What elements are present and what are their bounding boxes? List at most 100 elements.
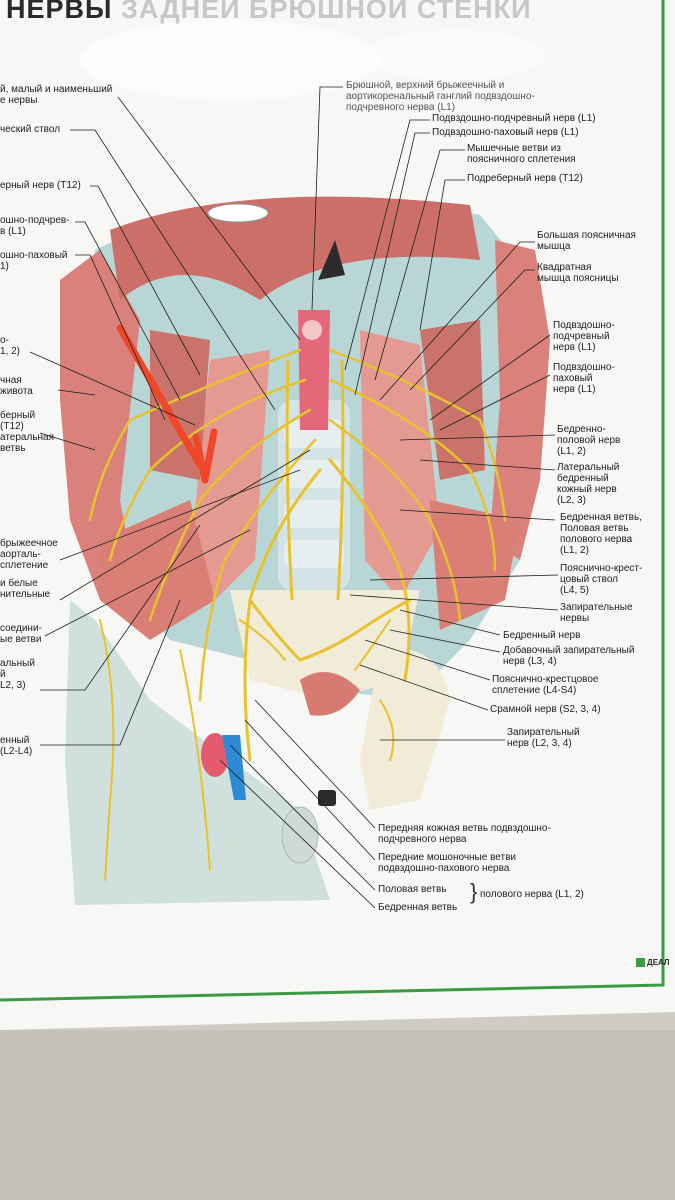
label-iliohypogastric-right: Подвздошно- подчревный нерв (L1) — [553, 320, 615, 353]
left-psoas-major — [190, 350, 270, 600]
leader-lines — [29, 86, 559, 909]
label-quadratus-lumborum: Квадратная мышца поясницы — [537, 262, 619, 284]
leader-line — [349, 594, 559, 611]
leader-line — [439, 374, 551, 431]
label-accessory-obturator: Добавочный запирательный нерв (L3, 4) — [503, 645, 635, 667]
leader-line — [354, 132, 430, 396]
right-abdominal-wall — [490, 240, 550, 560]
nerve-path — [248, 598, 412, 662]
leader-line — [364, 639, 491, 681]
leader-line — [40, 599, 181, 746]
leader-line — [29, 351, 196, 426]
leader-line — [399, 434, 556, 441]
wall-lower — [0, 1030, 675, 1200]
leader-line — [70, 129, 276, 411]
leader-line — [359, 664, 489, 711]
right-iliacus — [430, 500, 520, 630]
nerve-path — [198, 438, 317, 702]
label-celiac-ganglion: Брюшной, верхний брыжеечный и аортикорен… — [346, 80, 535, 113]
leader-line — [344, 119, 430, 371]
label-splanchnic-nerves: й, малый и наименьший е нервы — [0, 84, 113, 106]
label-anterior-cutaneous-branch: Передняя кожная ветвь подвздошно- подчре… — [378, 823, 551, 845]
label-pudendal-nerve: Срамной нерв (S2, 3, 4) — [490, 704, 601, 715]
label-lateral-femoral-cutaneous: Латеральный бедренный кожный нерв (L2, 3… — [557, 462, 620, 506]
brace-symbol: } — [470, 879, 478, 904]
label-abdominal-muscle: чная живота — [0, 375, 33, 397]
leader-line — [59, 449, 311, 601]
label-genitofemoral-left: о- 1, 2) — [0, 335, 21, 357]
publisher-logo: ДЕАЛ — [636, 958, 670, 968]
nerve-path — [148, 408, 312, 622]
spermatic-region — [281, 806, 319, 864]
nerve-path — [354, 619, 391, 671]
nerve-path — [328, 378, 497, 572]
sympathetic-trunk-left — [285, 359, 294, 601]
label-lumbosacral-trunk: Пояснично-крест- цовый ствол (L4, 5) — [560, 563, 643, 596]
anatomy-illustration — [60, 196, 550, 905]
label-genitofemoral-nerve: Бедренно- половой нерв (L1, 2) — [557, 424, 621, 457]
leader-line — [59, 469, 301, 561]
leader-line — [244, 719, 376, 861]
nerve-path — [328, 458, 411, 682]
left-iliacus — [100, 500, 215, 640]
title-faded-part: ЗАДНЕЙ БРЮШНОЙ СТЕНКИ — [120, 0, 532, 24]
label-obturator-nerves: Запирательные нервы — [560, 602, 633, 624]
label-femoral-genital-branch: Бедренная ветвь, Половая ветвь полового … — [560, 512, 642, 556]
label-connecting-branches: соедини- ые ветви — [0, 623, 42, 645]
label-mesenteric-plexus: брыжеечное аорталь- сплетение — [0, 538, 58, 571]
leader-line — [389, 629, 501, 653]
label-ilioinguinal-right: Подвздошно- паховый нерв (L1) — [553, 362, 615, 395]
leader-line — [75, 254, 166, 421]
label-subcostal-lateral-branch: берный (T12) атеральная ветвь — [0, 410, 55, 454]
vertebra-3 — [284, 500, 344, 528]
label-iliohypogastric-left: ошно-подчрев- в (L1) — [0, 215, 70, 237]
obturator-canal — [318, 790, 336, 806]
diaphragm — [110, 196, 480, 300]
leader-line — [117, 96, 301, 341]
leader-line — [254, 699, 376, 829]
leader-line — [379, 241, 535, 401]
label-genital-branch: Половая ветвь — [378, 884, 447, 895]
label-femoral-nerve: Бедренный нерв — [503, 630, 581, 641]
aorta — [298, 310, 330, 430]
label-iliohypogastric-nerve: Подвздошно-подчревный нерв (L1) — [432, 113, 596, 124]
label-subcostal-nerve: Подреберный нерв (T12) — [467, 173, 583, 184]
leader-line — [40, 524, 201, 691]
esophageal-opening — [207, 203, 269, 223]
left-abdominal-wall — [60, 250, 140, 600]
label-subcostal-nerve-left: ерный нерв (T12) — [0, 180, 81, 191]
leader-line — [39, 432, 96, 451]
celiac-ganglion — [302, 320, 322, 340]
vertebra-2 — [284, 460, 344, 488]
leader-line — [57, 389, 96, 396]
poster-title: НЕРВЫ ЗАДНЕЙ БРЮШНОЙ СТЕНКИ — [6, 0, 532, 25]
leader-line — [419, 179, 465, 331]
label-muscular-branches: Мышечные ветви из поясничного сплетения — [467, 143, 576, 165]
label-lateral-cutaneous-left: альный й L2, 3) — [0, 658, 35, 691]
leader-line — [311, 86, 343, 311]
label-anterior-scrotal-branches: Передние мошоночные ветви подвздошно-пах… — [378, 852, 516, 874]
nerve-path — [108, 378, 307, 562]
vertebra-1 — [284, 420, 344, 448]
nerve-path — [328, 348, 507, 522]
leader-line — [219, 759, 376, 909]
leader-line — [399, 609, 501, 636]
femoral-vein — [222, 735, 246, 800]
sympathetic-trunk-right — [336, 359, 345, 601]
nerve-path — [239, 619, 286, 661]
pelvic-floor — [300, 672, 360, 716]
light-glare-2 — [365, 30, 545, 80]
nerve-path — [99, 619, 115, 881]
poster-frame — [0, 0, 665, 1002]
leader-line — [369, 574, 559, 581]
vertebra-4 — [284, 540, 344, 568]
leader-line — [374, 149, 465, 381]
leader-line — [90, 185, 201, 376]
label-genitofemoral-group: полового нерва (L1, 2) — [480, 889, 584, 900]
logo-text: ДЕАЛ — [647, 958, 670, 967]
red-arrow-head — [192, 428, 218, 484]
nerve-path — [379, 699, 395, 761]
title-dark-part: НЕРВЫ — [6, 0, 113, 24]
label-femoral-nerve-left: енный (L2-L4) — [0, 735, 33, 757]
